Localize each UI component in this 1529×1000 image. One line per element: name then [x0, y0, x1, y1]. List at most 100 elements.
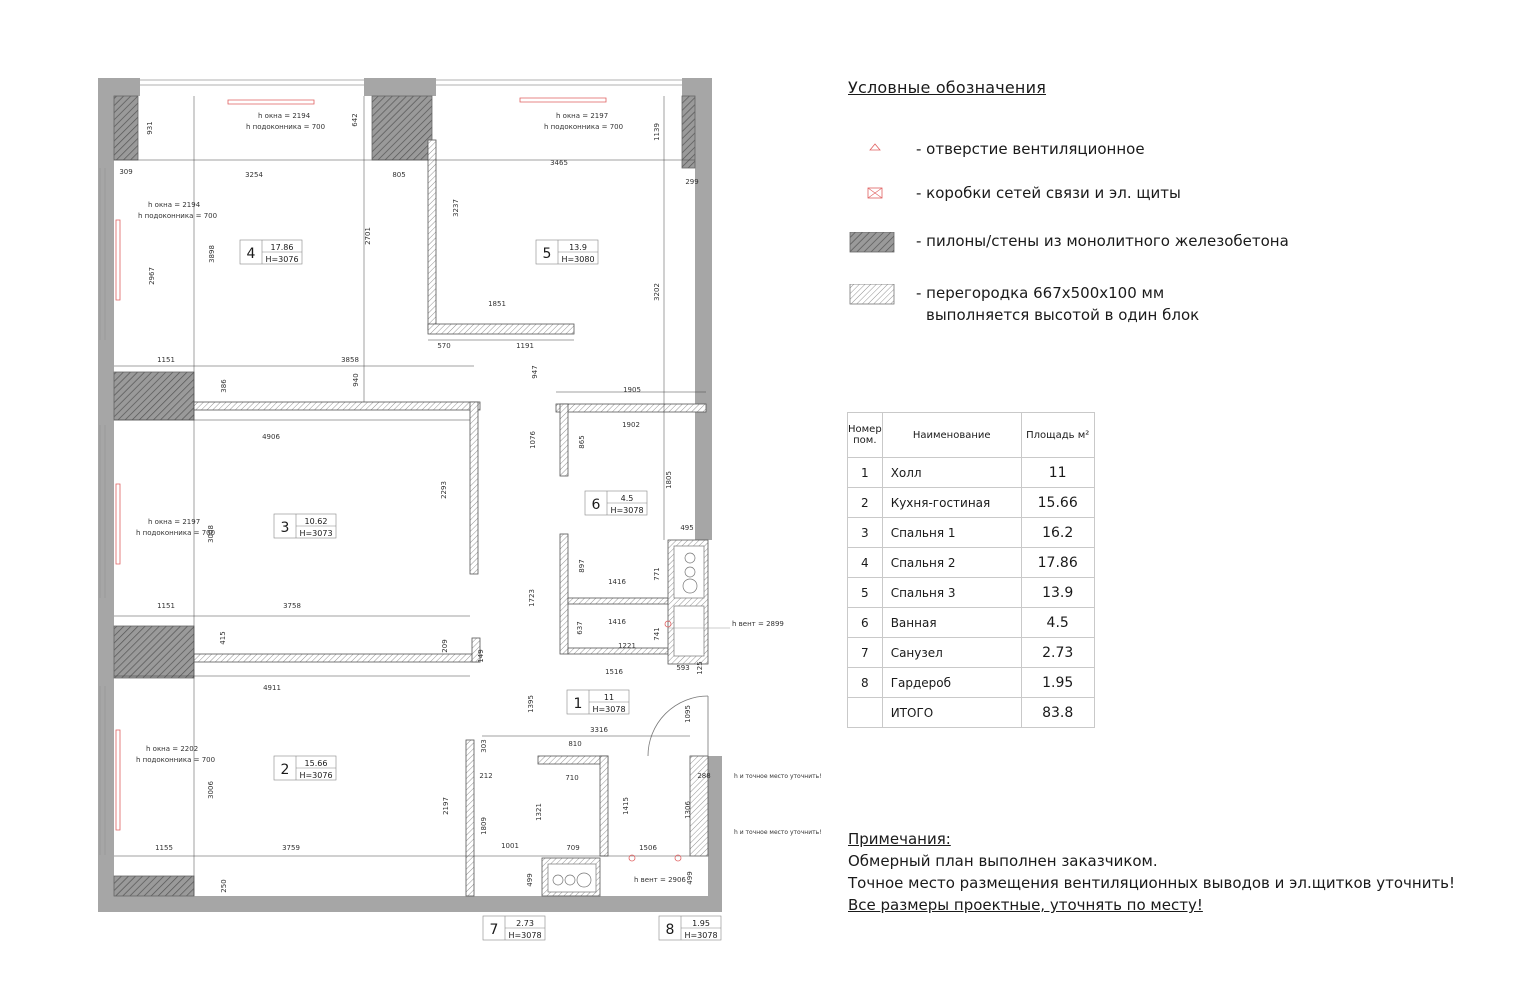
svg-text:H=3078: H=3078: [684, 931, 717, 940]
dimension-label: 709: [566, 844, 579, 852]
dimension-label: 1851: [488, 300, 506, 308]
dimension-label: 4911: [263, 684, 281, 692]
dimension-label: 1416: [608, 618, 626, 626]
window-notes: h окна = 2194 h подоконника = 700 h окна…: [136, 112, 623, 764]
dimension-label: 125: [696, 661, 704, 674]
callouts: h вент = 2899 h вент = 2906 h и точное м…: [634, 620, 822, 884]
svg-text:H=3073: H=3073: [299, 529, 332, 538]
dimension-label: 1902: [622, 421, 640, 429]
dimension-label: 1076: [529, 431, 537, 449]
svg-text:H=3078: H=3078: [508, 931, 541, 940]
svg-text:10.62: 10.62: [305, 517, 328, 526]
room-label: 1 11 H=3078: [566, 689, 630, 715]
dimension-label: 209: [441, 639, 449, 652]
dimension-label: 2967: [148, 267, 156, 285]
dimension-label: 1516: [605, 668, 623, 676]
dimension-label: 3898: [208, 245, 216, 263]
room-label: 8 1.95 H=3078: [658, 915, 722, 941]
dimension-label: 3759: [282, 844, 300, 852]
dimension-label: 299: [685, 178, 698, 186]
dimension-label: 1809: [480, 817, 488, 835]
dimension-label: 415: [219, 631, 227, 644]
dimension-label: 593: [676, 664, 689, 672]
dimension-label: 1723: [528, 589, 536, 607]
svg-text:17.86: 17.86: [271, 243, 294, 252]
junction-box-icon: [867, 187, 883, 199]
dimension-label: 1905: [623, 386, 641, 394]
window-note: h окна = 2194: [258, 112, 311, 120]
note-line: Все размеры проектные, уточнять по месту…: [848, 896, 1203, 914]
dimension-label: 771: [653, 567, 661, 580]
window-note: h окна = 2202: [146, 745, 198, 753]
dimension-label: 250: [220, 879, 228, 892]
dimension-label: 499: [526, 873, 534, 886]
dimension-label: 3008: [207, 525, 215, 543]
dimension-label: 1506: [639, 844, 657, 852]
room-label: 5 13.9 H=3080: [535, 239, 599, 265]
note-line: Обмерный план выполнен заказчиком.: [848, 852, 1158, 870]
dimension-label: 1139: [653, 123, 661, 141]
dimension-label: 805: [392, 171, 405, 179]
vent-triangle-icon: [869, 143, 881, 151]
dimension-label: 1221: [618, 642, 636, 650]
dimension-label: 1395: [527, 695, 535, 713]
dimension-label: 741: [653, 627, 661, 640]
floor-plan: 4 17.86 H=3076 5 13.9 H=3080 3 10.62 H=3…: [98, 78, 822, 941]
room-label: 6 4.5 H=3078: [584, 490, 648, 516]
window-note: h подоконника = 700: [136, 529, 215, 537]
svg-text:15.66: 15.66: [305, 759, 328, 768]
svg-text:8: 8: [666, 922, 675, 938]
svg-text:H=3078: H=3078: [610, 506, 643, 515]
notes-title: Примечания:: [848, 830, 951, 848]
callout-h-vent: h вент = 2899: [732, 620, 784, 628]
dimension-label: 570: [437, 342, 450, 350]
callout-note: h и точное место уточнить!: [734, 773, 822, 780]
dimension-label: 1415: [622, 797, 630, 815]
dimension-label: 810: [568, 740, 581, 748]
dimension-label: 1191: [516, 342, 534, 350]
legend-title: Условные обозначения: [848, 78, 1047, 97]
svg-text:4.5: 4.5: [621, 494, 634, 503]
header-name: Наименование: [881, 412, 1022, 458]
dimension-label: 947: [531, 365, 539, 378]
dimension-label: 1416: [608, 578, 626, 586]
header-area: Площадь м²: [1020, 412, 1095, 458]
svg-text:H=3080: H=3080: [561, 255, 594, 264]
dimension-label: 495: [680, 524, 693, 532]
dimension-label: 940: [352, 373, 360, 386]
dimension-label: 3254: [245, 171, 263, 179]
dimension-label: 931: [146, 121, 154, 134]
room-label: 7 2.73 H=3078: [482, 915, 546, 941]
notes: Примечания: Обмерный план выполнен заказ…: [848, 828, 1455, 916]
entrance-door: [647, 695, 709, 757]
header-num: Номер пом.: [847, 412, 883, 458]
vent-openings: [115, 97, 682, 862]
svg-text:13.9: 13.9: [569, 243, 587, 252]
dimension-lines: [114, 96, 706, 896]
window-note: h окна = 2197: [148, 518, 200, 526]
dimension-label: 386: [220, 379, 228, 393]
dimension-label: 309: [119, 168, 132, 176]
dimension-label: 3858: [341, 356, 359, 364]
dimension-label: 149: [477, 649, 485, 662]
dimension-label: 3316: [590, 726, 608, 734]
dimension-label: 2701: [364, 227, 372, 245]
dimension-label: 2293: [440, 481, 448, 499]
window-note: h подоконника = 700: [136, 756, 215, 764]
dimension-label: 3758: [283, 602, 301, 610]
note-line: Точное место размещения вентиляционных в…: [848, 874, 1456, 892]
svg-text:H=3076: H=3076: [265, 255, 298, 264]
window-note: h подоконника = 700: [138, 212, 217, 220]
svg-text:6: 6: [592, 497, 601, 513]
dimension-label: 1095: [684, 705, 692, 723]
svg-text:H=3078: H=3078: [592, 705, 625, 714]
window-note: h подоконника = 700: [246, 123, 325, 131]
dimension-label: 1151: [157, 602, 175, 610]
svg-text:3: 3: [281, 520, 290, 536]
